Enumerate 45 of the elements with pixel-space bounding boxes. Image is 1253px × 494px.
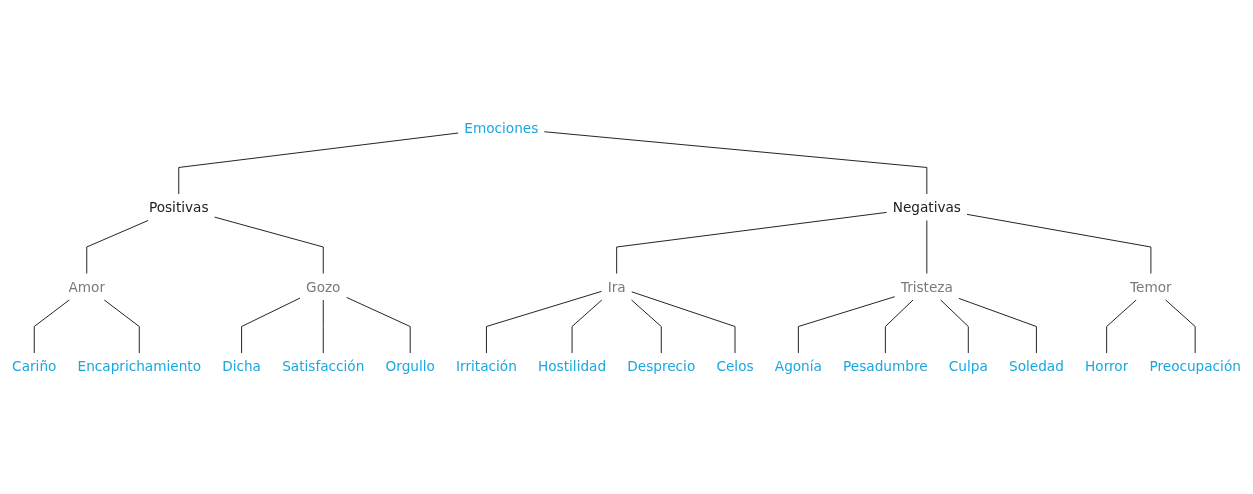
node-text: Agonía	[774, 358, 822, 375]
connector	[322, 299, 324, 354]
node-text: Preocupación	[1149, 358, 1241, 375]
node-text: Gozo	[306, 278, 341, 295]
node-text: Positivas	[148, 199, 209, 216]
node-text: Horror	[1085, 358, 1129, 375]
connector	[1165, 299, 1196, 354]
connector	[485, 290, 603, 354]
node-text: Amor	[68, 278, 106, 295]
node-text: Encaprichamiento	[77, 358, 201, 375]
node-text: Cariño	[12, 358, 57, 375]
node-text: Soledad	[1008, 358, 1064, 375]
connector	[884, 299, 914, 354]
connector	[631, 291, 736, 354]
connector	[797, 296, 896, 354]
node-text: Temor	[1130, 278, 1172, 295]
connector	[33, 299, 70, 354]
node-text: Dicha	[222, 358, 261, 375]
connector	[940, 299, 969, 354]
connector	[178, 132, 459, 195]
node-text: Satisfacción	[282, 358, 365, 375]
connector	[214, 216, 324, 274]
connector	[543, 131, 928, 195]
connector	[241, 297, 301, 354]
node-text: Pesadumbre	[843, 358, 928, 375]
node-text: Desprecio	[627, 358, 696, 375]
node-text: Irritación	[456, 358, 517, 375]
connector	[1106, 299, 1137, 354]
connector	[631, 299, 662, 354]
node-text: Negativas	[892, 199, 961, 216]
node-text: Celos	[716, 358, 754, 375]
node-text: Orgullo	[385, 358, 435, 375]
connector	[958, 297, 1037, 354]
connector	[571, 299, 603, 354]
connector	[86, 220, 149, 274]
connector	[616, 211, 888, 274]
node-text: Hostilidad	[538, 358, 607, 375]
connector	[966, 213, 1152, 274]
node-text: Culpa	[948, 358, 988, 375]
connector	[926, 220, 928, 274]
node-text: Tristeza	[900, 278, 953, 295]
node-text: Emociones	[464, 119, 539, 136]
connector	[346, 296, 411, 354]
node-text: Ira	[607, 278, 626, 295]
connector	[103, 299, 140, 354]
